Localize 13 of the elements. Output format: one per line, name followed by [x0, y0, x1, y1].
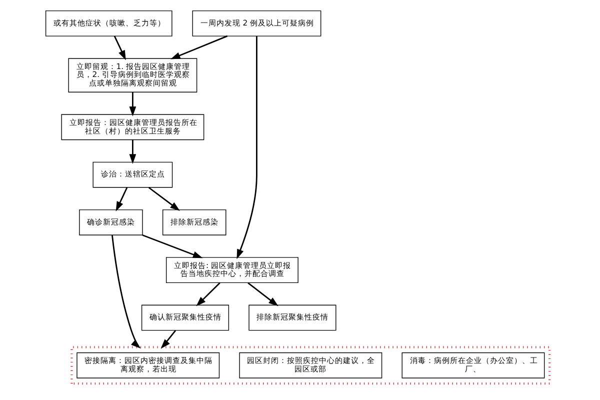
arrow: [160, 330, 176, 349]
arrow: [148, 187, 180, 211]
arrow: [247, 282, 278, 306]
arrow: [111, 235, 140, 349]
arrow: [115, 187, 128, 212]
arrow: [113, 36, 126, 60]
arrow: [170, 35, 228, 60]
arrow: [142, 234, 202, 258]
arrow: [128, 92, 136, 116]
arrow: [196, 282, 220, 306]
arrow: [236, 36, 257, 260]
arrow: [128, 140, 136, 164]
cluster: [70, 346, 550, 385]
